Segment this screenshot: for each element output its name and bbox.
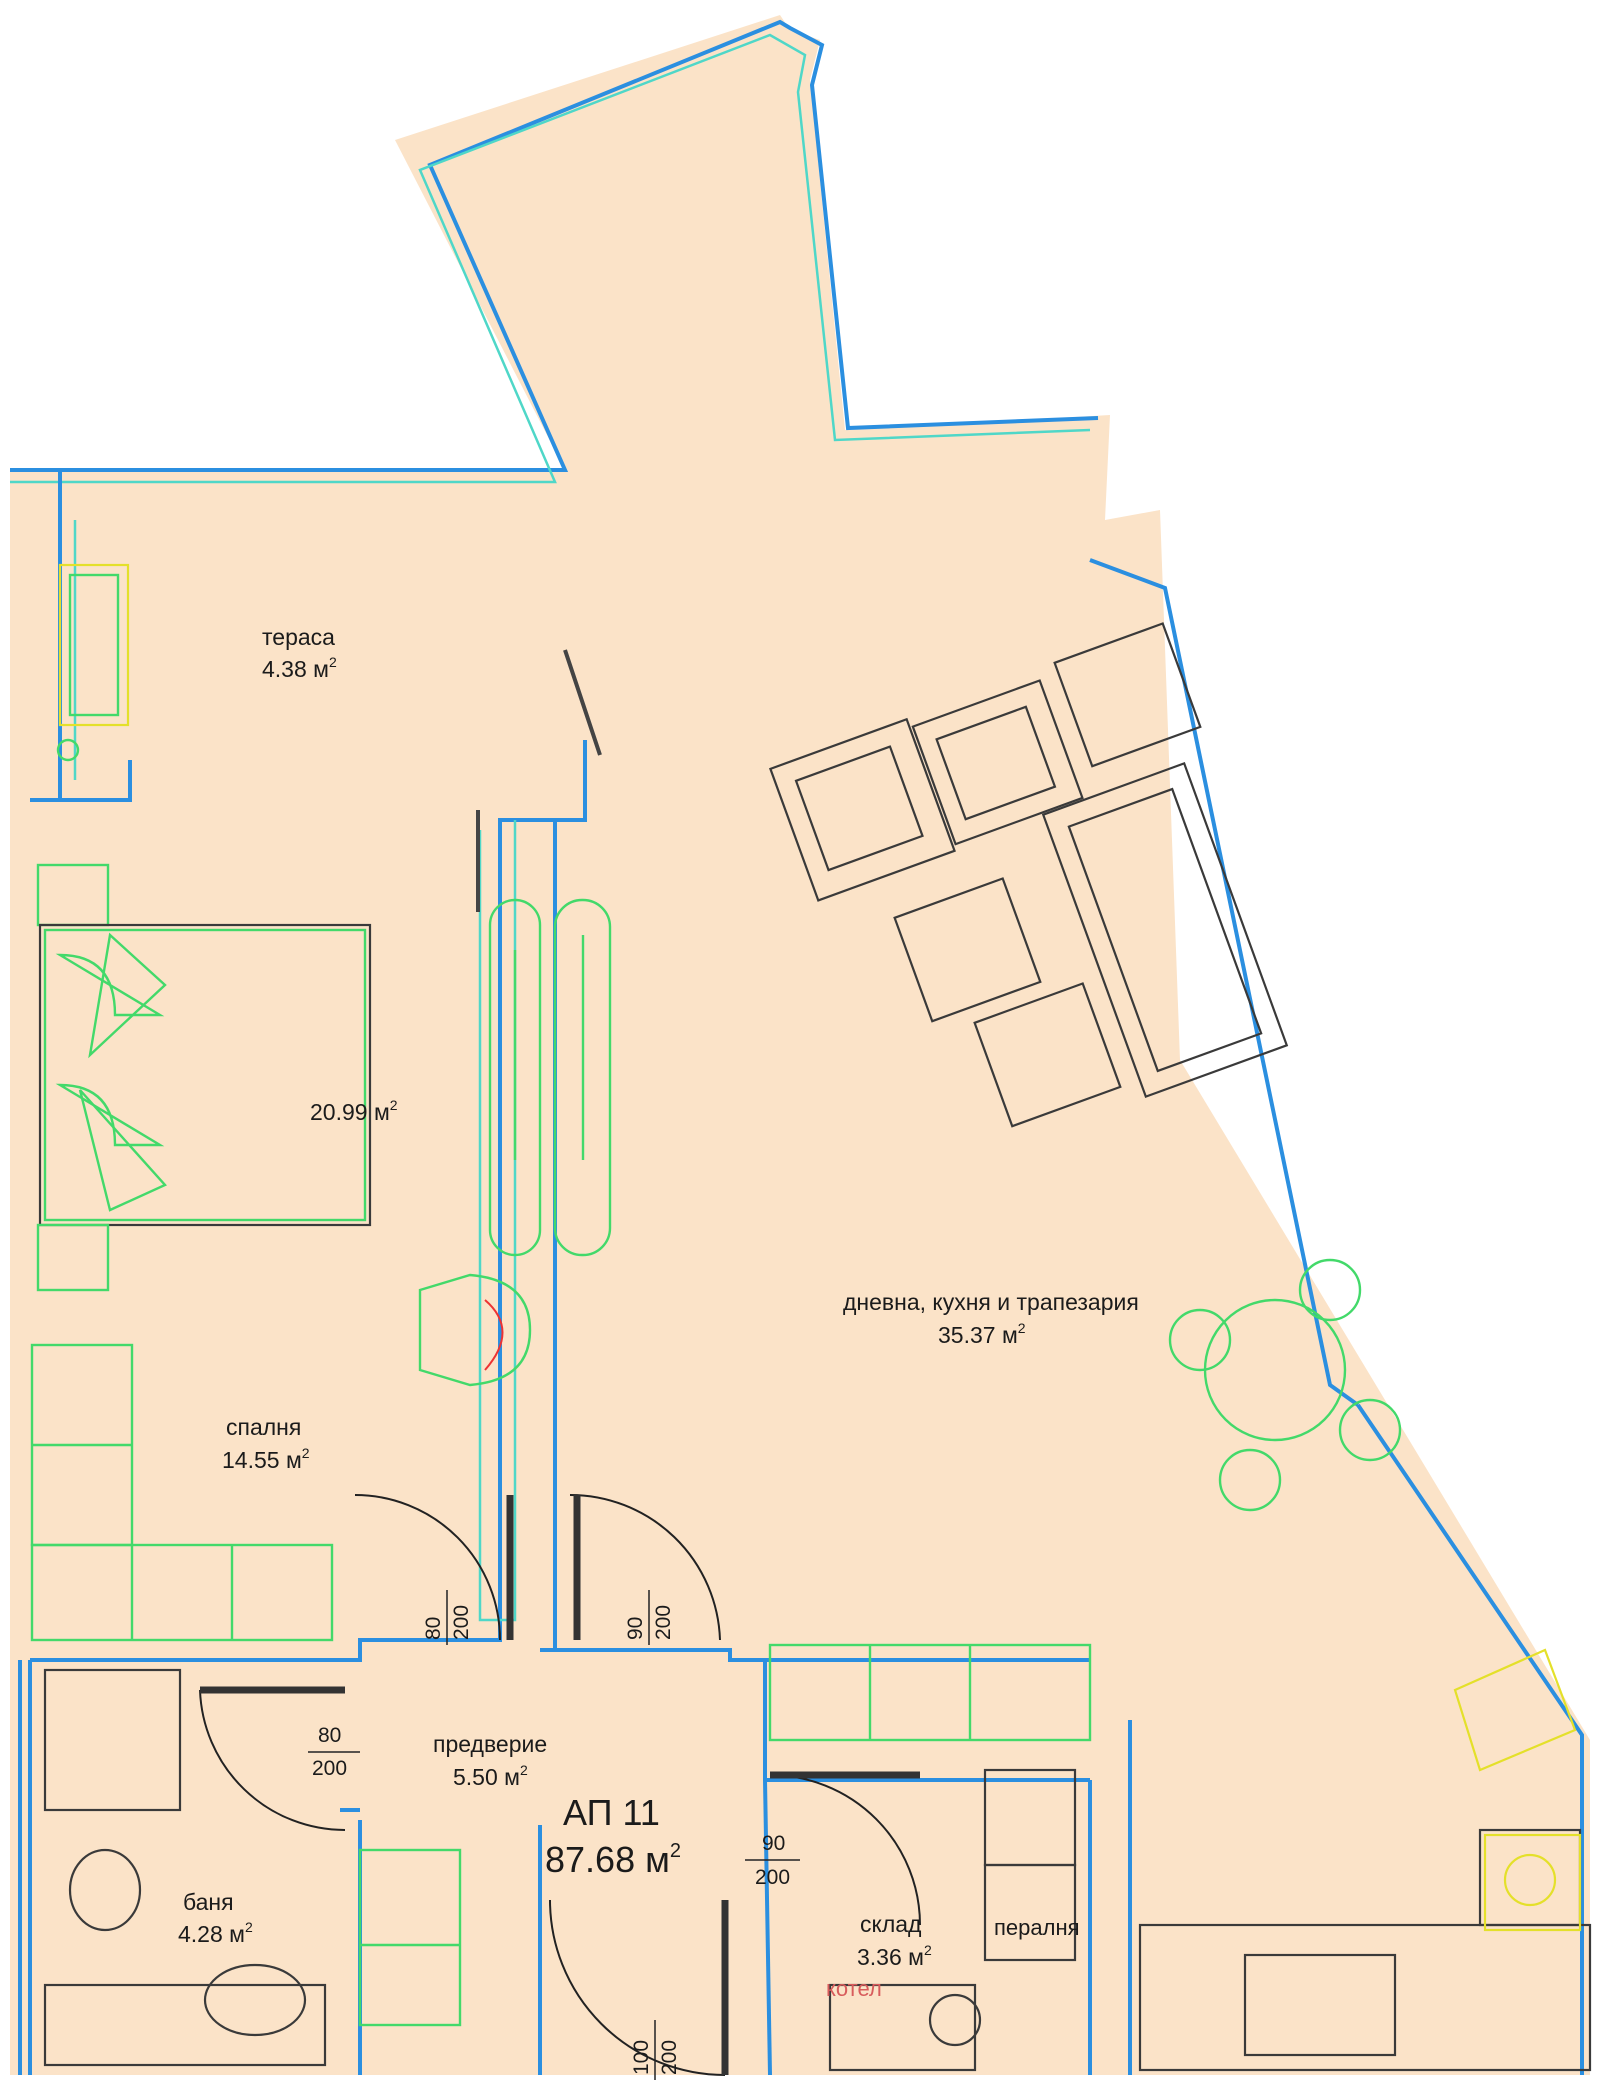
- terrace-name: тераса: [262, 624, 335, 650]
- wardrobe: [488, 898, 612, 1257]
- living-furniture: [768, 622, 1289, 1128]
- room-labels: тераса 4.38 м2 20.99 м2 спалня 14.55 м2 …: [178, 624, 1139, 2001]
- svg-text:80: 80: [318, 1724, 341, 1747]
- door-swings: [199, 1494, 921, 2076]
- terrace-area: 4.38 м2: [262, 654, 337, 682]
- living-name: дневна, кухня и трапезария: [843, 1289, 1139, 1315]
- bedroom-name: спалня: [226, 1414, 301, 1440]
- wardrobe-area: 20.99 м2: [310, 1097, 398, 1125]
- bathroom-area: 4.28 м2: [178, 1919, 253, 1947]
- svg-text:200: 200: [652, 1605, 675, 1640]
- storage-name: склад: [860, 1911, 922, 1937]
- floor: [10, 15, 1590, 2075]
- bathroom-door-dim: 80 200: [308, 1724, 360, 1780]
- svg-text:200: 200: [755, 1866, 790, 1889]
- storage-area: 3.36 м2: [857, 1942, 932, 1970]
- terrace-door-lines: [476, 649, 602, 912]
- bedroom-wardrobe-units: [30, 1343, 334, 1642]
- storage-fixtures: [828, 1768, 1077, 2072]
- svg-text:90: 90: [762, 1832, 785, 1855]
- bathroom-name: баня: [183, 1889, 234, 1915]
- hallway-cabinet: [358, 1848, 462, 2027]
- svg-text:200: 200: [450, 1605, 473, 1640]
- kitchen: [768, 1643, 1592, 2072]
- apartment-name: АП 11: [563, 1792, 660, 1833]
- apartment-area: 87.68 м2: [545, 1839, 681, 1880]
- living-area: 35.37 м2: [938, 1320, 1026, 1348]
- laundry-label: пералня: [994, 1915, 1080, 1940]
- svg-text:200: 200: [658, 2040, 681, 2075]
- hallway-name: предверие: [433, 1731, 547, 1757]
- bathroom-fixtures: [43, 1668, 327, 2067]
- storage-door-dim: 90 200: [745, 1832, 800, 1889]
- boiler-label: котел: [826, 1976, 882, 2001]
- bed: [36, 863, 372, 1292]
- bedroom-area: 14.55 м2: [222, 1445, 310, 1473]
- door-dimensions: 80 200 90 200 80 200 90 200 100 200: [308, 1590, 800, 2080]
- svg-text:200: 200: [312, 1757, 347, 1780]
- bedroom-chair: [418, 1273, 532, 1387]
- svg-text:100: 100: [630, 2040, 653, 2075]
- hallway-area: 5.50 м2: [453, 1762, 528, 1790]
- svg-text:80: 80: [422, 1617, 445, 1640]
- terrace-planter: [56, 563, 130, 762]
- svg-text:90: 90: [624, 1617, 647, 1640]
- dining-set: [1168, 1258, 1402, 1512]
